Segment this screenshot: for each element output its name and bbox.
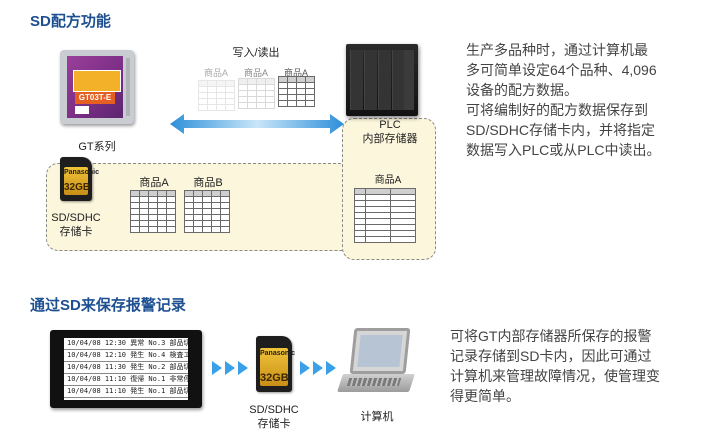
sd-capacity-1: 32GB <box>64 182 91 193</box>
arrow-right-icon <box>225 361 235 375</box>
section2-title: 通过SD来保存报警记录 <box>30 297 186 314</box>
sd-card-2-label-line1: SD/SDHC <box>249 404 299 416</box>
section1-desc-line: 设备的配方数据。 <box>466 82 578 98</box>
sd-card-1-label-line1: SD/SDHC <box>51 212 101 224</box>
arrow-right-icon <box>238 361 248 375</box>
sd-card-2-label: SD/SDHC 存储卡 <box>238 403 310 431</box>
sd-table-b-title: 商品B <box>193 177 223 189</box>
section1-description: 生产多品种时，通过计算机最 多可简单设定64个品种、4,096 设备的配方数据。… <box>466 40 706 160</box>
sd-table-a-title: 商品A <box>139 177 169 189</box>
sd-brand-2: Panasonic <box>260 350 296 357</box>
alarm-row: 10/04/08 12:30 異常 No.3 部品切れ <box>64 338 188 350</box>
arrow-right-icon <box>212 361 222 375</box>
gt-panel: GT03T-E <box>60 50 134 124</box>
arrow-right-icon <box>300 361 310 375</box>
computer-label: 计算机 <box>360 411 394 423</box>
section1-desc-line: SD/SDHC存储卡内，并将指定 <box>466 122 656 138</box>
section1-desc-line: 多可简单设定64个品种、4,096 <box>466 62 657 78</box>
gt-series-label: GT系列 <box>78 141 116 153</box>
section2-desc-line: 记录存储到SD卡内，因此可通过 <box>450 348 652 364</box>
section1-desc-line: 可将编制好的配方数据保存到 <box>466 102 648 118</box>
arrow-right-icon <box>313 361 323 375</box>
gt-screen-logo: GT03T-E <box>75 92 115 104</box>
ghost-table-2-title: 商品A <box>243 68 268 78</box>
sd-brand-1: Panasonic <box>64 169 100 176</box>
ghost-table-1 <box>198 80 235 111</box>
plc-label: PLC 内部存储器 <box>344 118 436 146</box>
gt-screen: GT03T-E <box>67 56 123 118</box>
ghost-table-3-title: 商品A <box>283 68 308 78</box>
alarm-row: 10/04/08 12:10 発生 No.4 検査エラー <box>64 350 188 362</box>
sd-card-1-label-line2: 存储卡 <box>59 226 93 238</box>
sd-table-b <box>184 190 230 233</box>
write-read-label: 写入/读出 <box>232 47 280 59</box>
alarm-row: 10/04/08 11:10 発生 No.1 部品切れ <box>64 386 188 398</box>
section2-desc-line: 可将GT内部存储器所保存的报警 <box>450 328 652 344</box>
sd-capacity-2: 32GB <box>260 372 289 384</box>
flow-arrows-1 <box>212 361 251 380</box>
section1-desc-line: 生产多品种时，通过计算机最 <box>466 42 648 58</box>
plc-unit <box>346 44 418 116</box>
ghost-table-3 <box>278 76 315 107</box>
alarm-row: 10/04/08 11:10 復帰 No.1 非常停止 <box>64 374 188 386</box>
arrow-right-icon <box>326 361 336 375</box>
section2-desc-line: 得更简单。 <box>450 388 520 404</box>
double-arrow-icon <box>170 114 344 134</box>
sd-card-2: Panasonic 32GB <box>256 336 296 392</box>
alarm-row: 10/04/08 11:30 発生 No.2 部品切れ <box>64 362 188 374</box>
section2-description: 可将GT内部存储器所保存的报警 记录存储到SD卡内，因此可通过 计算机来管理故障… <box>450 326 706 406</box>
ghost-table-2 <box>238 78 275 109</box>
ghost-table-1-title: 商品A <box>203 68 228 78</box>
section1-desc-line: 数据写入PLC或从PLC中读出。 <box>466 142 661 158</box>
plc-table-title: 商品A <box>374 175 402 186</box>
laptop-computer-icon <box>337 328 415 402</box>
sd-card-2-label-line2: 存储卡 <box>257 418 291 430</box>
plc-label-line1: PLC <box>379 119 401 131</box>
sd-card-1: Panasonic 32GB <box>60 157 100 201</box>
sd-card-1-label: SD/SDHC 存储卡 <box>40 211 112 239</box>
section2-desc-line: 计算机来管理故障情况，使管理变 <box>450 368 660 384</box>
sd-table-a <box>130 190 176 233</box>
flow-arrows-2 <box>300 361 339 380</box>
section1-title: SD配方功能 <box>30 13 111 30</box>
alarm-log-screen: 10/04/08 12:30 異常 No.3 部品切れ 10/04/08 12:… <box>50 330 202 408</box>
plc-table <box>354 188 416 243</box>
plc-label-line2: 内部存储器 <box>362 133 418 145</box>
